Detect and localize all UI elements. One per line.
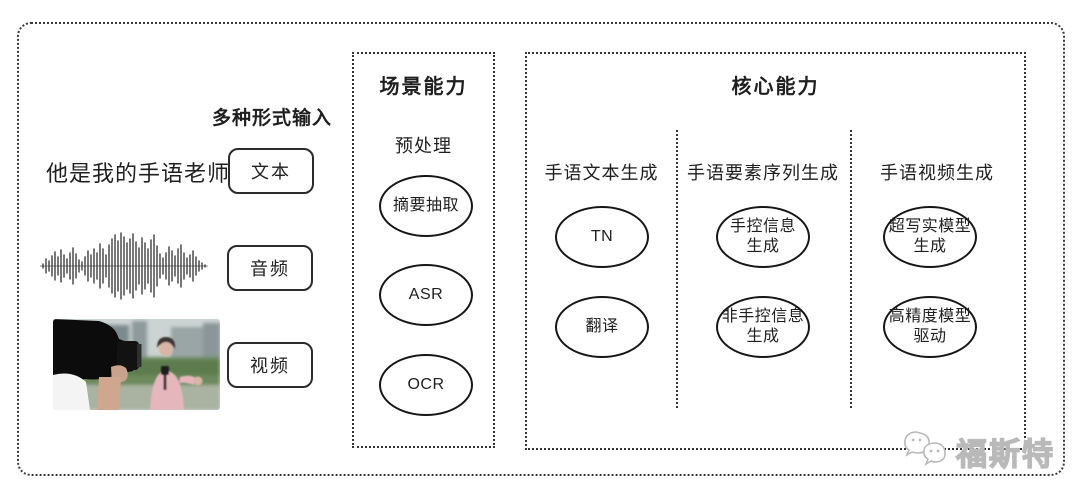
node-asr: ASR: [379, 264, 473, 326]
column-header-element-sequence-generation: 手语要素序列生成: [687, 163, 839, 183]
chat-faces-icon: [900, 427, 952, 476]
core-panel-title: 核心能力: [731, 76, 820, 98]
node-hyperrealistic-model-generation: 超写实模型 生成: [883, 206, 977, 268]
node-ocr: OCR: [379, 354, 473, 416]
column-divider: [676, 130, 678, 408]
scene-panel-title: 场景能力: [379, 76, 468, 98]
input-section-title: 多种形式输入: [211, 108, 332, 129]
scene-panel-subtitle: 预处理: [395, 136, 452, 156]
core-capability-panel: 核心能力 手语文本生成 手语要素序列生成 手语视频生成 TN 翻译 手控信息 生…: [525, 52, 1026, 450]
text-input-sample: 他是我的手语老师: [46, 161, 231, 186]
waveform-icon: [40, 230, 208, 302]
watermark-text: 福斯特: [955, 436, 1055, 472]
column-header-video-generation: 手语视频生成: [880, 163, 994, 183]
input-box-audio: 音频: [227, 245, 313, 291]
input-box-audio-label: 音频: [250, 259, 290, 279]
diagram-frame: [17, 22, 1065, 476]
input-box-video-label: 视频: [250, 356, 290, 376]
watermark: 福斯特: [900, 425, 1070, 477]
column-divider: [850, 130, 852, 408]
input-box-text-label: 文本: [251, 162, 291, 182]
reporter-photo: [53, 319, 220, 410]
scene-capability-panel: 场景能力 预处理 摘要抽取 ASR OCR: [352, 52, 495, 448]
node-manual-info-generation: 手控信息 生成: [716, 206, 810, 268]
node-non-manual-info-generation: 非手控信息 生成: [716, 296, 810, 358]
node-summary-extraction: 摘要抽取: [379, 175, 473, 237]
column-header-text-generation: 手语文本生成: [544, 163, 659, 183]
input-box-video: 视频: [227, 342, 313, 388]
input-box-text: 文本: [228, 148, 314, 194]
node-high-precision-model-driving: 高精度模型 驱动: [883, 296, 977, 358]
node-tn: TN: [555, 206, 649, 268]
node-translation: 翻译: [555, 296, 649, 358]
